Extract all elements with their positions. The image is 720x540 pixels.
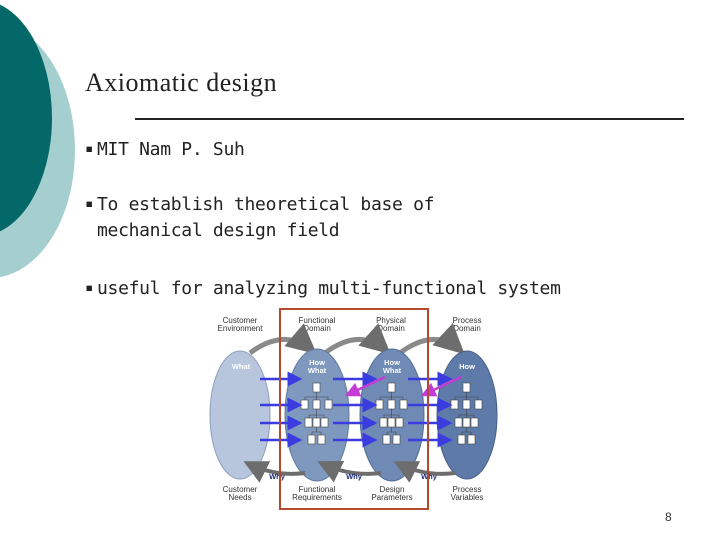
label-why-2: Why [346, 472, 363, 481]
customer-ellipse [209, 350, 271, 480]
label-why-1: Why [269, 472, 286, 481]
bullet-text: useful for analyzing multi-functional sy… [97, 278, 561, 299]
label-what: What [232, 362, 251, 371]
label-how-process: How [459, 362, 475, 371]
highlight-box [279, 308, 429, 510]
bullet-item-3: ▪useful for analyzing multi-functional s… [85, 275, 561, 302]
functional-tree [300, 382, 333, 445]
feedback-arrows [344, 375, 462, 397]
bullet-icon: ▪ [85, 196, 94, 212]
slide-title: Axiomatic design [85, 68, 278, 97]
bullet-text-continued: mechanical design field [97, 220, 340, 241]
top-zigzag-arrow-2 [323, 323, 391, 356]
why-arrow-2 [317, 460, 382, 483]
top-zigzag-arrow-1 [248, 323, 317, 356]
bullet-text: To establish theoretical base of [97, 194, 435, 215]
title-underline [135, 118, 684, 120]
bullet-item-1: ▪MIT Nam P. Suh [85, 136, 245, 163]
why-arrow-3 [393, 461, 456, 483]
slide-number: 8 [665, 510, 672, 524]
decorative-corner-shape [0, 4, 75, 278]
label-why-3: Why [421, 472, 438, 481]
bullet-item-2: ▪To establish theoretical base of mechan… [85, 191, 434, 244]
bullet-icon: ▪ [85, 141, 94, 157]
process-tree [450, 382, 483, 445]
bullet-text: MIT Nam P. Suh [97, 139, 245, 160]
top-zigzag-arrow-3 [398, 323, 465, 356]
bullet-icon: ▪ [85, 280, 94, 296]
why-arrow-1 [243, 461, 306, 483]
